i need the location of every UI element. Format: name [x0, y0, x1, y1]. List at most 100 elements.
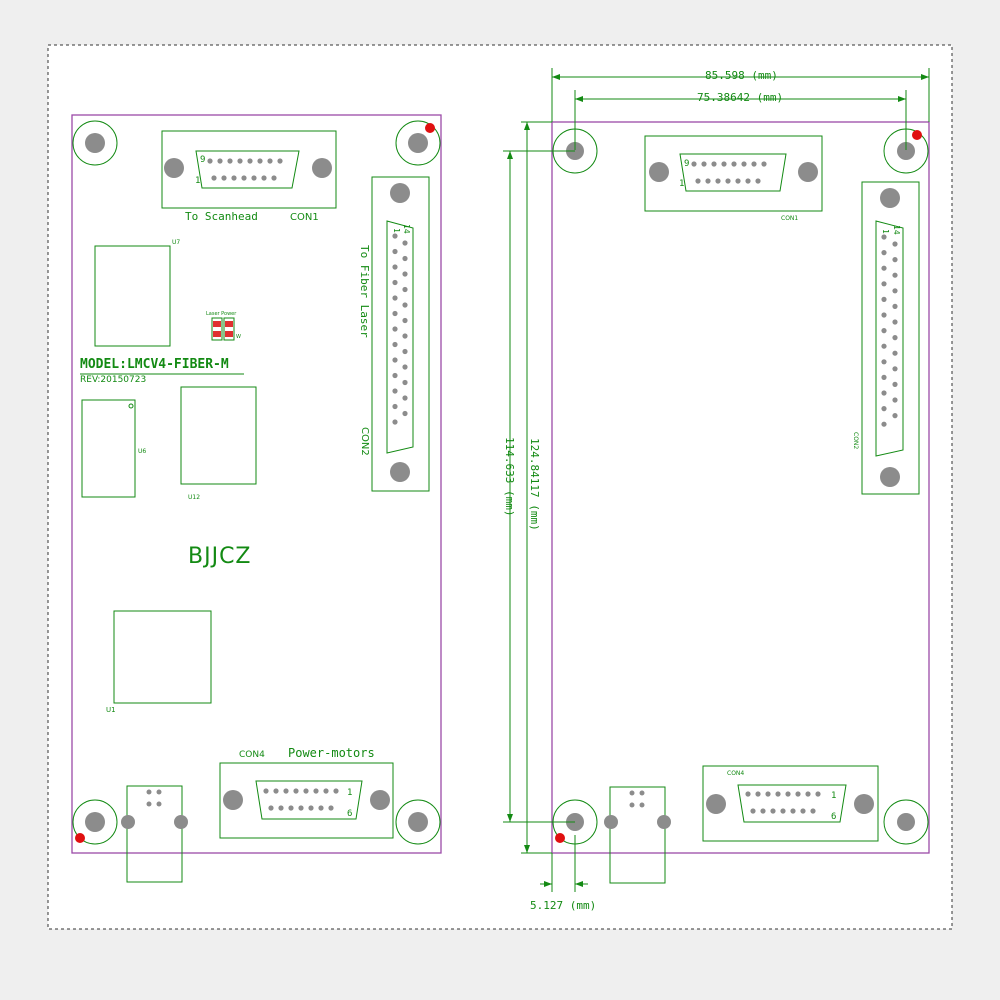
connector-pin — [392, 357, 398, 363]
connector-pin — [755, 178, 761, 184]
right-con4-pin-last-label: 6 — [831, 812, 836, 822]
right-con2-label: CON2 — [852, 432, 859, 449]
connector-pin — [881, 328, 887, 334]
connector-pin — [881, 343, 887, 349]
connector-pin — [211, 175, 217, 181]
connector-pin — [881, 265, 887, 271]
connector-pin — [207, 158, 213, 164]
connector-pin — [303, 788, 309, 794]
connector-pin — [892, 413, 898, 419]
pin1-marker-icon — [912, 130, 922, 140]
left-con2-connector: 1 14 To Fiber Laser CON2 — [358, 176, 430, 492]
connector-pin — [705, 178, 711, 184]
left-u1-chip: U1 — [106, 610, 212, 714]
connector-pin — [892, 335, 898, 341]
connector-pin — [217, 158, 223, 164]
connector-pin — [308, 805, 314, 811]
connector-pin — [711, 161, 717, 167]
connector-pin — [881, 312, 887, 318]
connector-pin — [745, 178, 751, 184]
connector-pin — [221, 175, 227, 181]
connector-pin — [881, 390, 887, 396]
connector-pin — [402, 255, 408, 262]
connector-pin — [695, 178, 701, 184]
connector-pin — [241, 175, 247, 181]
con2-pin-last-label: 14 — [402, 224, 411, 234]
left-mount-hole-tr — [395, 120, 441, 166]
connector-pin — [402, 410, 408, 417]
right-con1-pin-last-label: 9 — [684, 159, 689, 169]
con4-label: CON4 — [239, 750, 265, 760]
connector-pin — [402, 286, 408, 293]
connector-pin — [298, 805, 304, 811]
connector-pin — [283, 788, 289, 794]
left-mount-hole-bl — [72, 799, 118, 845]
con4-pin-last-label: 6 — [347, 809, 352, 819]
u12-label: U12 — [188, 494, 200, 501]
dimension-offset: 5.127 (mm) — [530, 835, 596, 912]
connector-pin — [278, 805, 284, 811]
connector-pin — [402, 348, 408, 355]
connector-pin — [881, 374, 887, 380]
connector-pin — [263, 788, 269, 794]
connector-pin — [323, 788, 329, 794]
con2-pin-first-label: 1 — [392, 228, 401, 233]
connector-pin — [402, 364, 408, 370]
right-mount-hole-tr — [883, 128, 929, 174]
connector-pin — [725, 178, 731, 184]
connector-pin — [392, 388, 398, 394]
connector-pin — [721, 161, 727, 167]
connector-pin — [800, 808, 806, 814]
connector-pin — [881, 359, 887, 365]
brand-logo-text: BJJCZ — [188, 544, 252, 569]
connector-pin — [745, 791, 751, 797]
right-board-outline — [551, 121, 930, 854]
connector-pin — [402, 240, 408, 246]
connector-pin — [251, 175, 257, 181]
connector-pin — [392, 264, 398, 270]
con2-label: CON2 — [359, 427, 370, 456]
left-board-outline — [71, 114, 442, 854]
model-text: MODEL:LMCV4-FIBER-M — [80, 357, 229, 372]
connector-pin — [751, 161, 757, 167]
u1-label: U1 — [106, 706, 116, 714]
connector-pin — [715, 178, 721, 184]
connector-pin — [815, 791, 821, 797]
connector-pin — [392, 248, 398, 255]
connector-pin — [790, 808, 796, 814]
connector-pin — [735, 178, 741, 184]
right-mount-hole-br — [883, 799, 929, 845]
dim-width-holes-label: 75.38642 (mm) — [697, 91, 783, 104]
connector-pin — [892, 272, 898, 278]
revision-text: REV:20150723 — [80, 375, 146, 385]
right-con4-pin-first-label: 1 — [831, 791, 836, 801]
connector-pin — [892, 366, 898, 372]
left-u12-chip: U12 — [180, 386, 257, 501]
connector-pin — [402, 379, 408, 386]
left-mount-hole-tl — [72, 120, 118, 166]
drawing-frame — [47, 44, 953, 930]
connector-pin — [392, 326, 398, 332]
right-con4-label: CON4 — [727, 770, 744, 777]
connector-pin — [227, 158, 233, 164]
left-usb-connector — [121, 785, 188, 883]
connector-pin — [881, 406, 887, 412]
connector-pin — [231, 175, 237, 181]
connector-pin — [402, 333, 408, 339]
left-con4-connector: CON4 Power-motors 1 6 — [219, 746, 394, 839]
connector-pin — [881, 250, 887, 256]
connector-pin — [795, 791, 801, 797]
connector-pin — [247, 158, 253, 164]
connector-pin — [892, 241, 898, 247]
connector-pin — [775, 791, 781, 797]
connector-pin — [392, 310, 398, 317]
connector-pin — [402, 302, 408, 308]
connector-pin — [402, 271, 408, 277]
connector-pin — [691, 161, 697, 167]
connector-pin — [770, 808, 776, 814]
connector-pin — [318, 805, 324, 811]
connector-pin — [892, 257, 898, 263]
right-con1-connector: 9 1 CON1 — [644, 135, 823, 222]
u6-label: U6 — [138, 448, 146, 455]
dim-width-outer-label: 85.598 (mm) — [705, 69, 778, 82]
